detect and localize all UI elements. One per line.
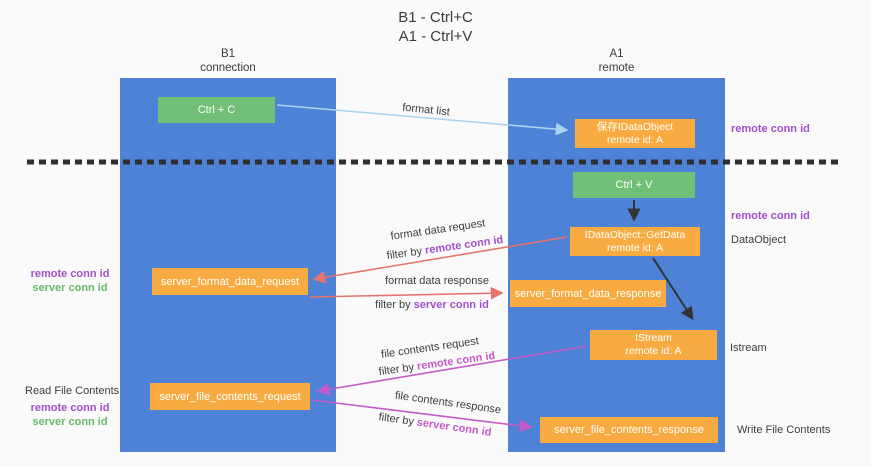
istream-node: IStream remote id: A (590, 330, 717, 360)
left-column-name: B1 (220, 48, 236, 60)
read-file-contents-annotation: Read File Contents (25, 385, 120, 397)
dataobject-annotation: DataObject (731, 234, 787, 246)
server-file-contents-response-label: server_file_contents_response (554, 424, 704, 436)
istream-annotation: Istream (730, 342, 767, 354)
server-conn-id-value: server conn id (413, 299, 489, 311)
remote-conn-id-annotation-left-2: remote conn id (30, 402, 110, 414)
left-column-role: connection (200, 62, 256, 74)
filter-by-server-conn-id-label-2: filter by server conn id (378, 411, 492, 439)
format-list-label: format list (401, 101, 451, 119)
istream-line2: remote id: A (625, 345, 682, 357)
format-data-response-label: format data response (385, 275, 489, 287)
filter-by-text: filter by (377, 411, 418, 429)
server-file-contents-response-node: server_file_contents_response (540, 417, 718, 443)
server-conn-id-annotation-left-1: server conn id (32, 282, 108, 294)
getdata-line1: IDataObject::GetData (584, 228, 686, 241)
format-data-response-arrow (309, 286, 504, 300)
remote-conn-id-annotation-top-right: remote conn id (731, 123, 810, 135)
left-conn-id-annotation-block-2: remote conn id server conn id (15, 401, 125, 429)
file-contents-response-label: file contents response (394, 389, 502, 417)
save-idataobject-node: 保存IDataObject remote id: A (575, 119, 695, 148)
title-line-1: B1 - Ctrl+C (398, 9, 473, 26)
right-column-header: A1 remote (508, 47, 725, 75)
getdata-node: IDataObject::GetData remote id: A (570, 227, 700, 256)
filter-by-text: filter by (386, 244, 426, 263)
left-column-header: B1 connection (120, 47, 336, 75)
remote-conn-id-annotation-mid-right: remote conn id (731, 210, 810, 222)
filter-by-server-conn-id-label-1: filter by server conn id (375, 299, 489, 311)
right-column-role: remote (598, 62, 635, 74)
right-column-name: A1 (609, 48, 624, 60)
server-file-contents-request-node: server_file_contents_request (150, 383, 310, 410)
ctrl-v-label: Ctrl + V (615, 179, 653, 191)
filter-by-text: filter by (378, 360, 418, 379)
save-idataobject-line1: 保存IDataObject (596, 120, 674, 133)
server-format-data-request-node: server_format_data_request (152, 268, 308, 295)
ctrl-c-node: Ctrl + C (158, 97, 275, 123)
server-format-data-response-label: server_format_data_response (514, 287, 662, 300)
server-format-data-response-node: server_format_data_response (510, 280, 666, 307)
left-conn-id-annotation-block-1: remote conn id server conn id (15, 267, 125, 295)
server-file-contents-request-label: server_file_contents_request (159, 390, 301, 403)
filter-by-text: filter by (375, 299, 414, 311)
istream-line1: IStream (635, 332, 672, 344)
server-conn-id-annotation-left-2: server conn id (32, 416, 108, 428)
title-line-2: A1 - Ctrl+V (398, 28, 473, 45)
ctrl-v-node: Ctrl + V (573, 172, 695, 198)
save-idataobject-line2: remote id: A (606, 133, 664, 146)
remote-conn-id-value: remote conn id (424, 233, 504, 257)
write-file-contents-annotation: Write File Contents (737, 424, 831, 436)
diagram-title: B1 - Ctrl+C A1 - Ctrl+V (0, 8, 871, 46)
server-conn-id-value: server conn id (415, 416, 493, 439)
ctrl-c-label: Ctrl + C (197, 104, 236, 116)
getdata-line2: remote id: A (606, 241, 664, 254)
remote-conn-id-annotation-left-1: remote conn id (30, 268, 110, 280)
server-format-data-request-label: server_format_data_request (160, 275, 300, 288)
